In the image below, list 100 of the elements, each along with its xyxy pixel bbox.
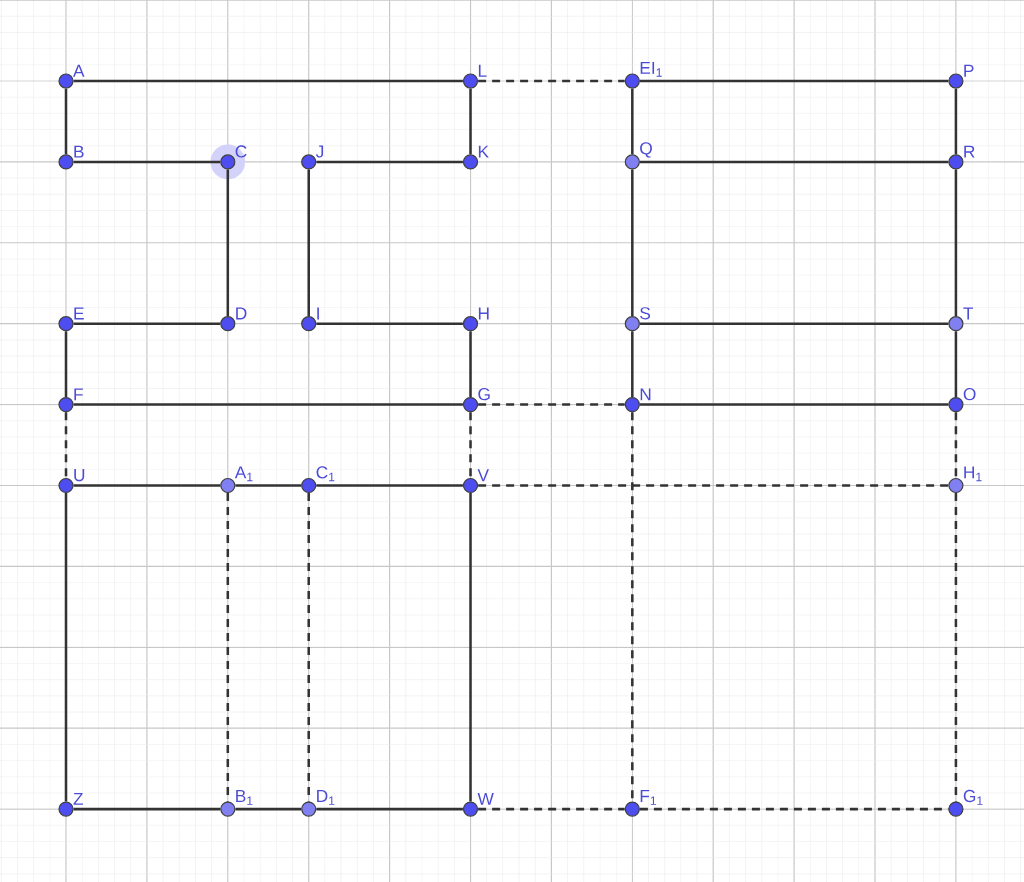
node-label: F [74,388,83,401]
node-label: D [236,307,247,320]
segment [316,807,463,811]
point: L [462,64,487,89]
node-label: O [963,388,976,401]
node-label: K [478,145,489,158]
point: C [220,145,247,170]
point: Q [624,142,652,170]
node-label: G$_{1}$ [963,789,983,805]
point: O [948,388,976,413]
segment [639,322,949,325]
dashed-segment [954,412,958,478]
segment [64,331,68,397]
segment [954,331,958,397]
dashed-segment [307,493,310,802]
node-label: F$_{1}$ [640,790,657,805]
point: E [58,307,84,332]
point: I [301,307,319,332]
node-label: A [73,64,85,77]
segment [73,160,221,164]
segment [954,169,958,317]
dashed-segment [64,412,68,478]
dashed-segment [478,807,625,811]
node-label: Q [640,142,652,158]
point: R [948,145,975,170]
node-label: S [640,307,651,320]
point: H$_{1}$ [948,466,982,494]
dashed-segment [478,484,949,487]
node-label: P [964,64,974,77]
point: W [462,792,494,817]
segment [954,88,958,155]
node-label: U [74,469,85,482]
segment [639,79,949,83]
segment [316,322,463,325]
point: B$_{1}$ [220,790,253,817]
point: B [58,145,84,170]
point: N [624,388,651,413]
segment [316,484,463,487]
point: V [462,469,489,494]
node-label: C$_{1}$ [316,466,335,482]
segment [631,88,634,155]
segment [73,484,221,487]
node-label: I [317,307,319,320]
segment [64,493,68,802]
point: F$_{1}$ [624,790,656,817]
point: Z [58,792,83,817]
node-label: T [963,307,974,320]
segment [469,88,472,155]
node-label: V [477,469,489,482]
node-label: L [478,64,487,77]
node-label: W [477,792,494,805]
dashed-segment [469,412,472,478]
point: J [301,145,324,170]
segment [631,331,634,397]
node-label: A$_{1}$ [234,466,253,482]
node-label: E [74,307,84,320]
segment [316,160,463,164]
segment [235,807,302,811]
segment [631,169,634,317]
node-label: B [74,145,84,158]
node-label: Z [73,792,84,805]
segment [639,160,949,164]
segment [469,493,472,802]
node-label: EI$_{1}$ [640,61,662,77]
point: U [58,469,85,494]
dashed-segment [478,403,625,406]
segment [469,331,472,397]
point: H [462,307,489,332]
point: K [462,145,489,170]
point: EI$_{1}$ [624,61,662,89]
segment [639,403,949,406]
dashed-segment [478,79,625,83]
node-label: H [478,307,489,320]
dashed-segment [954,493,958,802]
point: A$_{1}$ [220,466,253,494]
point: G [462,388,490,413]
node-label: D$_{1}$ [317,790,335,805]
point: P [948,64,974,89]
point: T [948,307,974,332]
node-label: N [640,388,651,401]
node-label: H$_{1}$ [964,466,982,482]
point: G$_{1}$ [948,789,983,817]
segment [226,169,230,317]
segment [307,169,310,317]
node-label: B$_{1}$ [236,790,253,805]
node-label: J [315,145,324,158]
point: F [58,388,83,413]
segment [73,403,463,406]
segment [64,88,68,155]
point: C$_{1}$ [301,466,335,494]
node-label: R [964,145,975,158]
segment [235,484,302,487]
segment [73,322,221,325]
node-label: C [235,145,247,158]
point: D [220,307,247,332]
point: S [624,307,651,332]
dashed-segment [226,493,230,802]
point: D$_{1}$ [301,790,335,817]
node-label: G [478,388,490,401]
segment [73,79,463,83]
